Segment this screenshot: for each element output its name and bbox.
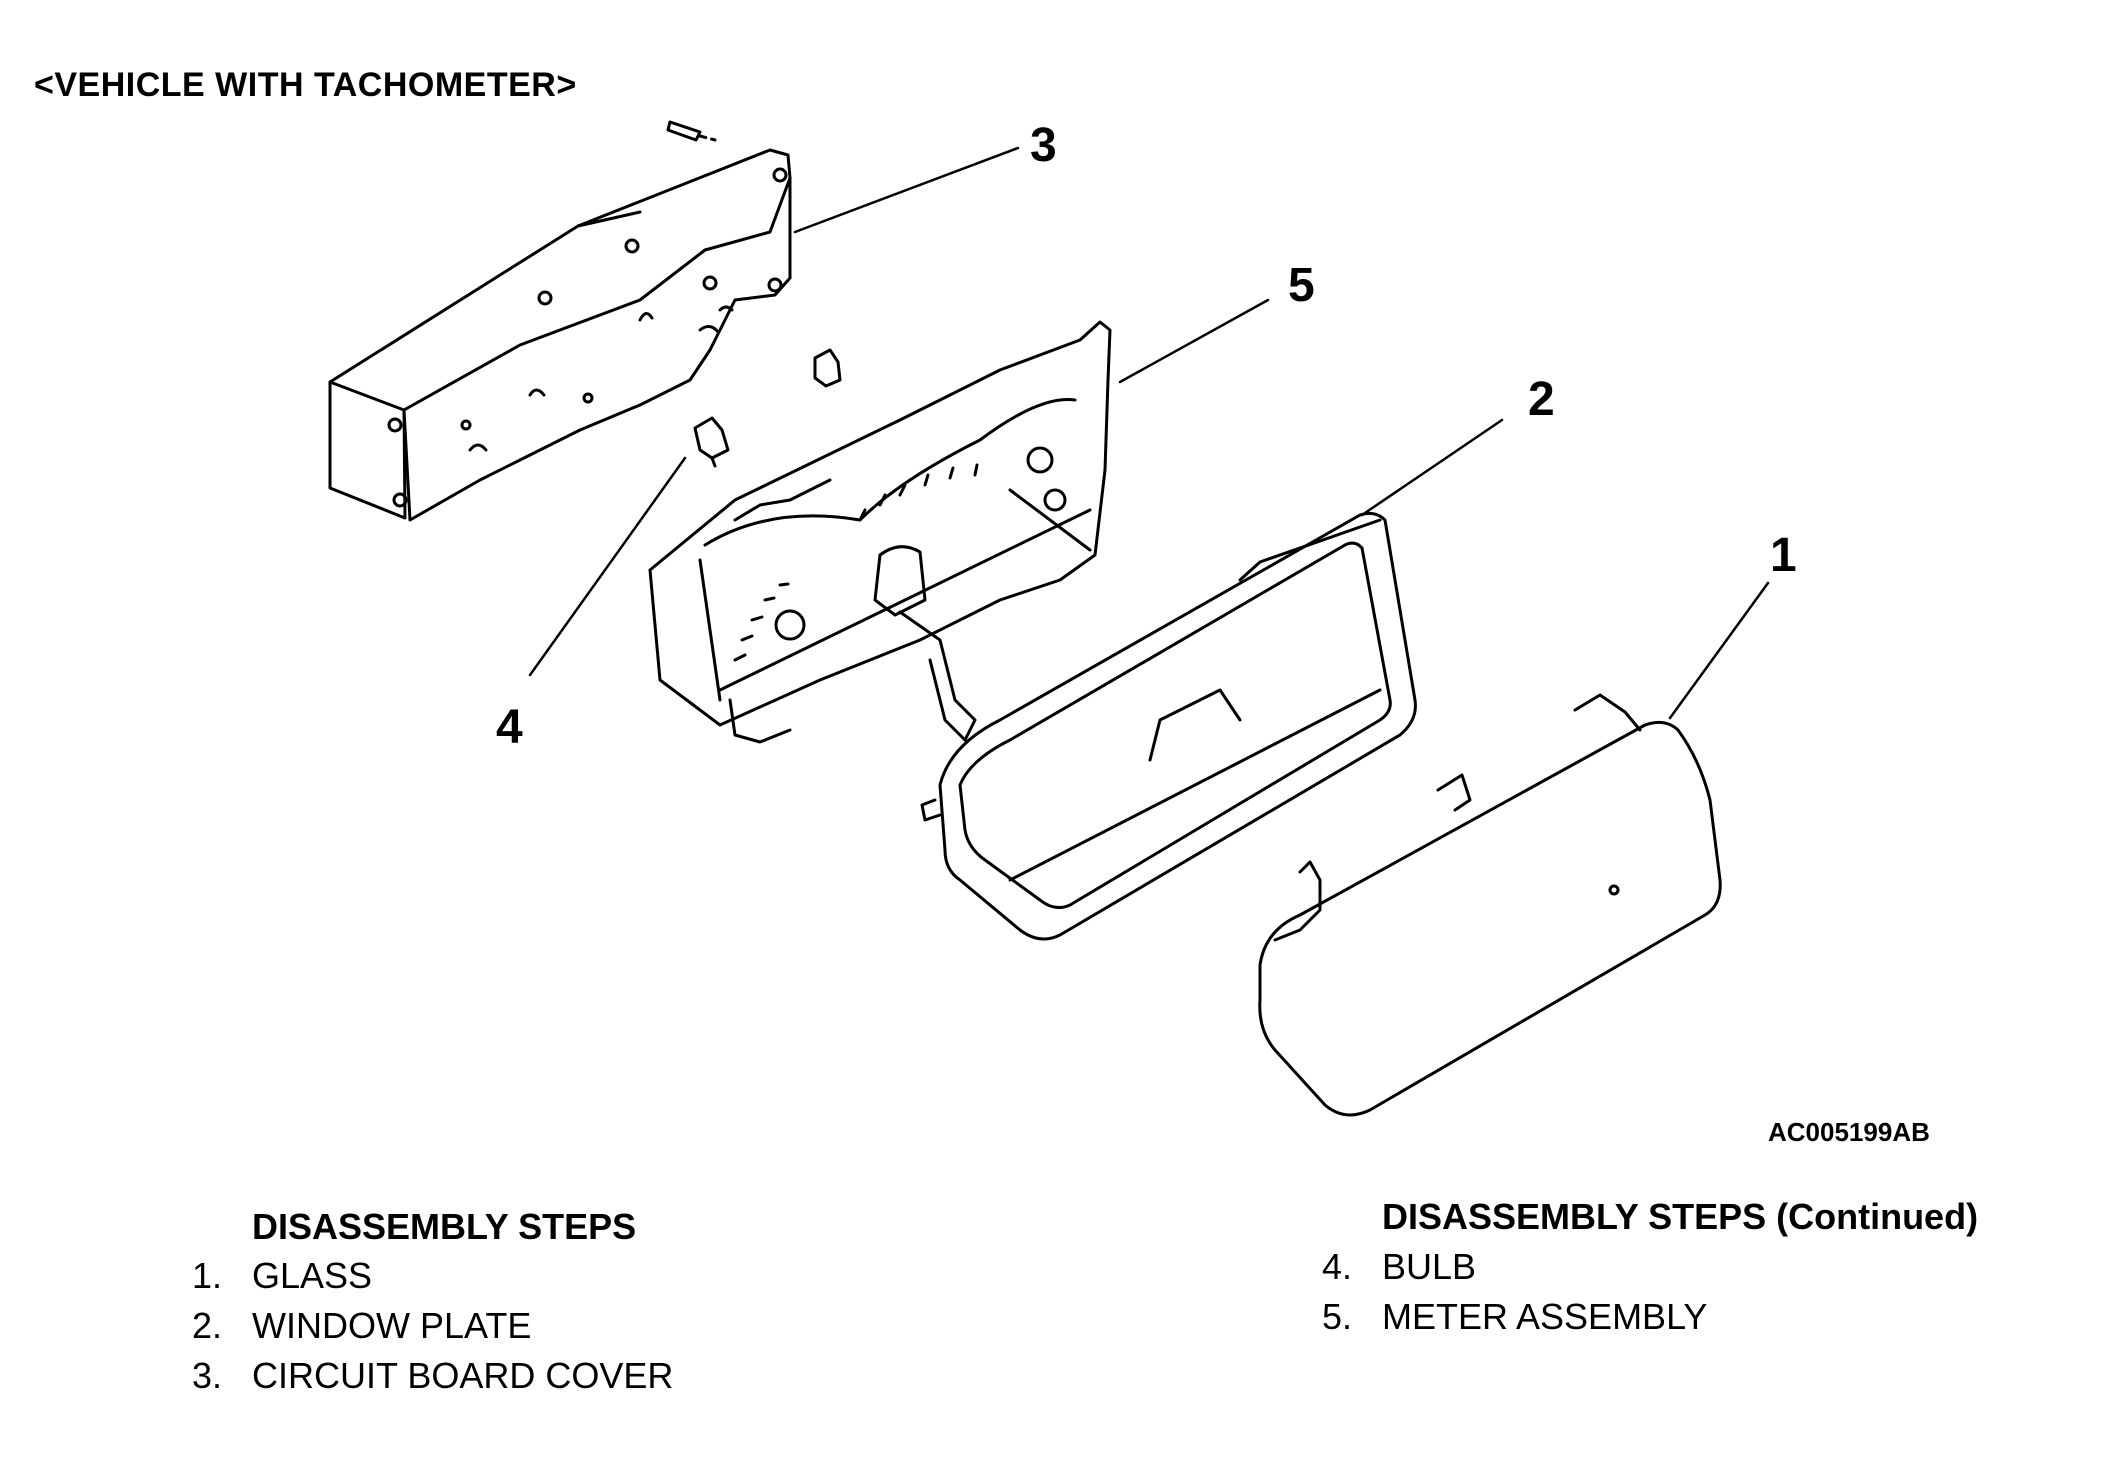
leader-lines xyxy=(528,146,1770,720)
step-label: METER ASSEMBLY xyxy=(1382,1296,1708,1337)
step-number: 3. xyxy=(191,1355,222,1396)
callout-4: 4 xyxy=(496,701,523,754)
callout-5: 5 xyxy=(1288,259,1315,312)
bulb-part xyxy=(693,348,842,468)
step-label: CIRCUIT BOARD COVER xyxy=(252,1355,674,1396)
steps-title-left: DISASSEMBLY STEPS xyxy=(252,1206,637,1247)
diagram-header: <VEHICLE WITH TACHOMETER> xyxy=(34,66,577,104)
step-number: 1. xyxy=(191,1255,222,1296)
step-item: 1. GLASS xyxy=(152,1255,372,1297)
figure-id: AC005199AB xyxy=(1768,1117,1930,1147)
step-item: 4. BULB xyxy=(1282,1246,1476,1288)
glass-part xyxy=(1258,693,1722,1117)
callout-2: 2 xyxy=(1528,373,1555,426)
window-plate-part xyxy=(920,511,1417,941)
step-number: 2. xyxy=(191,1305,222,1346)
step-label: BULB xyxy=(1382,1246,1477,1287)
step-item: 2. WINDOW PLATE xyxy=(152,1305,531,1347)
meter-assembly-part xyxy=(648,320,1112,744)
step-label: WINDOW PLATE xyxy=(252,1305,532,1346)
step-item: 3. CIRCUIT BOARD COVER xyxy=(152,1355,673,1397)
circuit-board-cover-part xyxy=(328,120,792,522)
steps-title-right: DISASSEMBLY STEPS (Continued) xyxy=(1382,1196,1979,1237)
step-number: 4. xyxy=(1321,1246,1352,1287)
step-label: GLASS xyxy=(252,1255,373,1296)
callout-3: 3 xyxy=(1030,119,1057,172)
step-item: 5. METER ASSEMBLY xyxy=(1282,1296,1707,1338)
callout-1: 1 xyxy=(1770,529,1797,582)
step-number: 5. xyxy=(1321,1296,1352,1337)
